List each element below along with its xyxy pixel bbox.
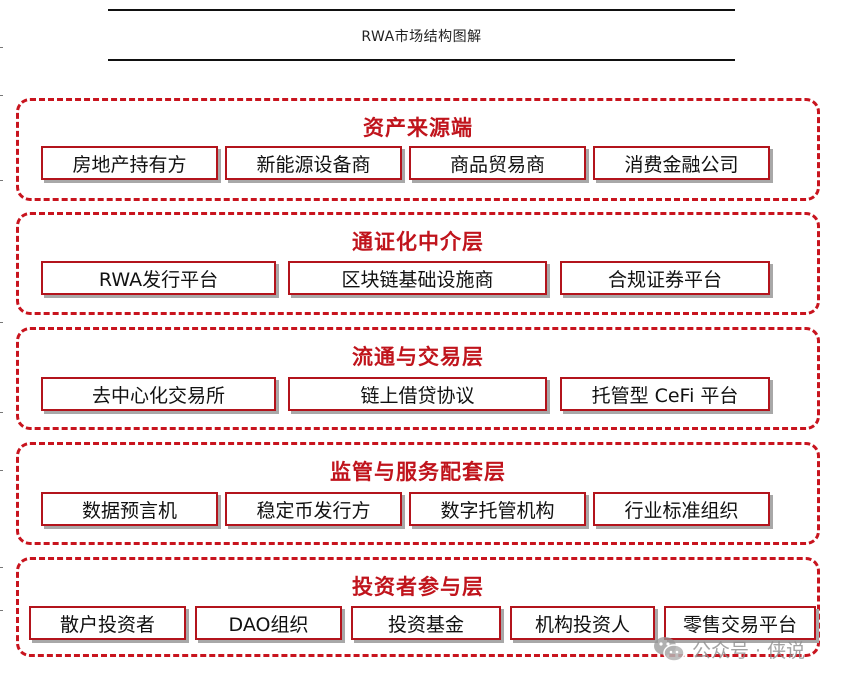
node-box: DAO组织 <box>195 606 342 640</box>
node-box: 数字托管机构 <box>409 492 586 526</box>
node-box: 数据预言机 <box>41 492 218 526</box>
layer-title: 投资者参与层 <box>352 575 484 599</box>
node-box: 散户投资者 <box>29 606 186 640</box>
edge-mark <box>0 470 3 471</box>
edge-mark <box>0 412 3 413</box>
edge-mark <box>0 567 3 568</box>
node-box: 投资基金 <box>351 606 501 640</box>
node-box: 稳定币发行方 <box>225 492 402 526</box>
node-box: RWA发行平台 <box>41 261 276 295</box>
edge-mark <box>0 610 3 611</box>
edge-mark <box>0 47 3 48</box>
edge-mark <box>0 180 3 181</box>
edge-mark <box>0 322 3 323</box>
node-box: 房地产持有方 <box>41 146 218 180</box>
layer-investor-participation: 投资者参与层 散户投资者 DAO组织 投资基金 机构投资人 零售交易平台 <box>16 557 820 657</box>
node-box: 链上借贷协议 <box>288 377 547 411</box>
watermark-text: 公众号 · 侠说 <box>692 639 806 662</box>
node-box: 托管型 CeFi 平台 <box>560 377 770 411</box>
node-box: 行业标准组织 <box>593 492 770 526</box>
node-box: 商品贸易商 <box>409 146 586 180</box>
node-box: 合规证券平台 <box>560 261 770 295</box>
layer-circulation-trading: 流通与交易层 去中心化交易所 链上借贷协议 托管型 CeFi 平台 <box>16 327 820 430</box>
layer-tokenization-intermediary: 通证化中介层 RWA发行平台 区块链基础设施商 合规证券平台 <box>16 212 820 315</box>
layer-title: 流通与交易层 <box>352 345 484 369</box>
watermark: 公众号 · 侠说 <box>652 634 805 664</box>
title-rule-top <box>108 9 735 11</box>
wechat-icon <box>654 637 685 662</box>
node-box: 去中心化交易所 <box>41 377 276 411</box>
node-box: 新能源设备商 <box>225 146 402 180</box>
layer-asset-source: 资产来源端 房地产持有方 新能源设备商 商品贸易商 消费金融公司 <box>16 98 820 201</box>
title-rule-bottom <box>108 59 735 61</box>
layer-title: 通证化中介层 <box>352 230 484 254</box>
node-box: 消费金融公司 <box>593 146 770 180</box>
layer-title: 监管与服务配套层 <box>330 460 506 484</box>
edge-mark <box>0 95 3 96</box>
node-box: 机构投资人 <box>510 606 655 640</box>
node-box: 区块链基础设施商 <box>288 261 547 295</box>
node-box: 零售交易平台 <box>664 606 816 640</box>
layer-title: 资产来源端 <box>363 116 473 140</box>
layer-regulation-services: 监管与服务配套层 数据预言机 稳定币发行方 数字托管机构 行业标准组织 <box>16 442 820 545</box>
diagram-title: RWA市场结构图解 <box>361 29 482 45</box>
